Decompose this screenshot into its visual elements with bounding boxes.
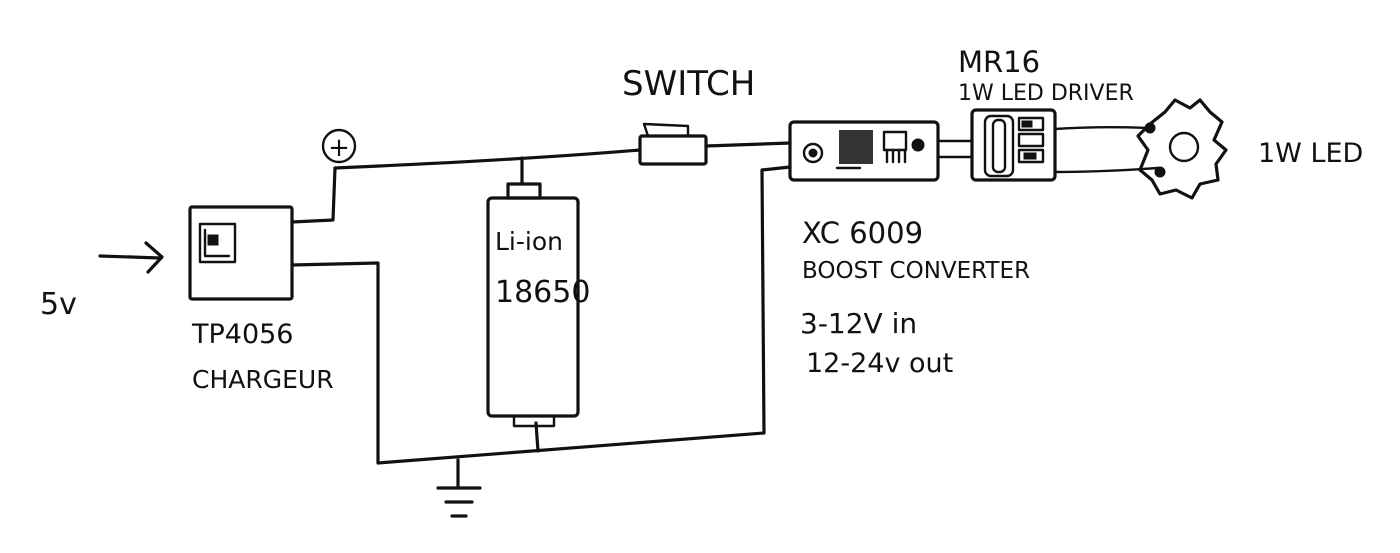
battery-18650 bbox=[486, 182, 580, 428]
plus-symbol: + bbox=[328, 133, 350, 163]
switch bbox=[638, 122, 708, 166]
mr16-led-driver bbox=[970, 108, 1057, 182]
charger-name-label: TP4056 bbox=[191, 319, 294, 350]
switch-label: SWITCH bbox=[622, 64, 755, 104]
plus-circle-icon: + bbox=[321, 128, 357, 164]
xc6009-boost-converter bbox=[788, 120, 940, 182]
boost-desc-label: BOOST CONVERTER bbox=[802, 258, 1030, 284]
star-led-icon bbox=[1136, 98, 1228, 200]
battery-label-line1: Li-ion bbox=[495, 227, 563, 256]
led-label: 1W LED bbox=[1258, 138, 1363, 169]
input-voltage-label: 5v bbox=[40, 287, 77, 322]
ground-icon bbox=[436, 486, 482, 518]
tp4056-charger bbox=[188, 205, 294, 301]
wires bbox=[290, 126, 1160, 488]
driver-desc-label: 1W LED DRIVER bbox=[958, 81, 1134, 106]
battery-label-line2: 18650 bbox=[495, 275, 590, 310]
charger-desc-label: CHARGEUR bbox=[192, 365, 334, 394]
driver-name-label: MR16 bbox=[958, 45, 1040, 79]
boost-name-label: XC 6009 bbox=[802, 216, 923, 250]
boost-input-label: 3-12V in bbox=[800, 307, 917, 340]
boost-output-label: 12-24v out bbox=[806, 348, 953, 379]
arrow-right-icon bbox=[98, 241, 164, 274]
